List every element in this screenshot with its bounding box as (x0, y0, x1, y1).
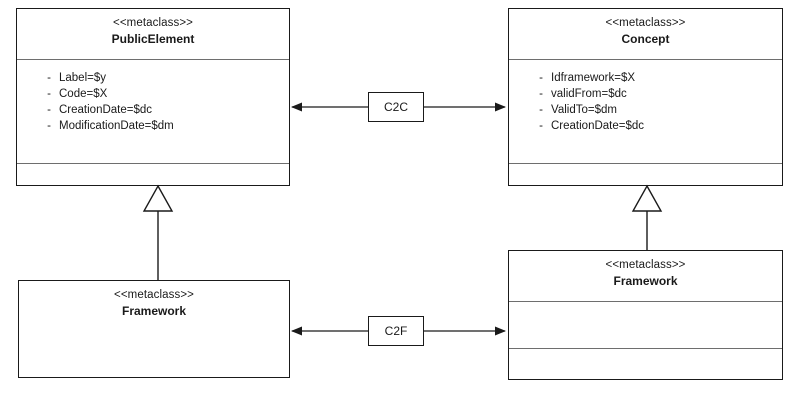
attribute-bullet: - (47, 88, 51, 100)
attribute-text: Code=$X (59, 88, 108, 100)
attribute-text: validFrom=$dc (551, 88, 627, 100)
attribute-bullet: - (539, 120, 543, 132)
attribute-row: - Idframework=$X (509, 70, 782, 86)
attribute-text: Idframework=$X (551, 72, 636, 84)
attributes-compartment-concept: - Idframework=$X - validFrom=$dc - Valid… (509, 59, 782, 163)
association-label-text: C2C (383, 100, 408, 114)
stereotype-label: <<metaclass>> (114, 289, 194, 301)
attribute-row: - Code=$X (17, 86, 289, 102)
attribute-bullet: - (47, 120, 51, 132)
operations-compartment-concept (509, 163, 782, 185)
attribute-row: - CreationDate=$dc (17, 102, 289, 118)
stereotype-label: <<metaclass>> (605, 17, 686, 29)
operations-compartment-public-element (17, 163, 289, 185)
class-box-framework-left[interactable]: <<metaclass>> Framework (18, 280, 290, 378)
class-name-label: Framework (121, 303, 187, 318)
attribute-bullet: - (47, 72, 51, 84)
attribute-row: - CreationDate=$dc (509, 118, 782, 134)
class-name-label: Framework (613, 273, 678, 288)
attribute-row: - ValidTo=$dm (509, 102, 782, 118)
attribute-bullet: - (539, 72, 543, 84)
attribute-text: Label=$y (59, 72, 106, 84)
generalization-framework-to-concept (631, 184, 663, 250)
attribute-text: ModificationDate=$dm (59, 120, 174, 132)
attribute-row: - ModificationDate=$dm (17, 118, 289, 134)
class-box-public-element[interactable]: <<metaclass>> PublicElement - Label=$y -… (16, 8, 290, 186)
association-label-c2c[interactable]: C2C (368, 92, 424, 122)
attribute-row: - Label=$y (17, 70, 289, 86)
attribute-text: CreationDate=$dc (551, 120, 645, 132)
attribute-list: - Idframework=$X - validFrom=$dc - Valid… (509, 60, 782, 134)
attribute-row: - validFrom=$dc (509, 86, 782, 102)
attributes-compartment-public-element: - Label=$y - Code=$X - CreationDate=$dc … (17, 59, 289, 163)
association-label-c2f[interactable]: C2F (368, 316, 424, 346)
class-header-framework-right: <<metaclass>> Framework (509, 251, 782, 301)
attribute-text: ValidTo=$dm (551, 104, 617, 116)
class-header-public-element: <<metaclass>> PublicElement (17, 9, 289, 59)
class-header-framework-left: <<metaclass>> Framework (19, 281, 289, 377)
class-name-label: Concept (621, 31, 670, 46)
attribute-bullet: - (539, 104, 543, 116)
attribute-list: - Label=$y - Code=$X - CreationDate=$dc … (17, 60, 289, 134)
operations-compartment-framework-right (509, 348, 782, 379)
class-box-concept[interactable]: <<metaclass>> Concept - Idframework=$X -… (508, 8, 783, 186)
stereotype-label: <<metaclass>> (113, 17, 193, 29)
class-box-framework-right[interactable]: <<metaclass>> Framework (508, 250, 783, 380)
class-name-label: PublicElement (111, 31, 195, 46)
attribute-bullet: - (47, 104, 51, 116)
generalization-framework-to-publicelement (142, 184, 174, 280)
stereotype-label: <<metaclass>> (605, 259, 686, 271)
class-header-concept: <<metaclass>> Concept (509, 9, 782, 59)
attribute-text: CreationDate=$dc (59, 104, 153, 116)
association-label-text: C2F (384, 324, 408, 338)
attributes-compartment-framework-right (509, 301, 782, 348)
attribute-bullet: - (539, 88, 543, 100)
